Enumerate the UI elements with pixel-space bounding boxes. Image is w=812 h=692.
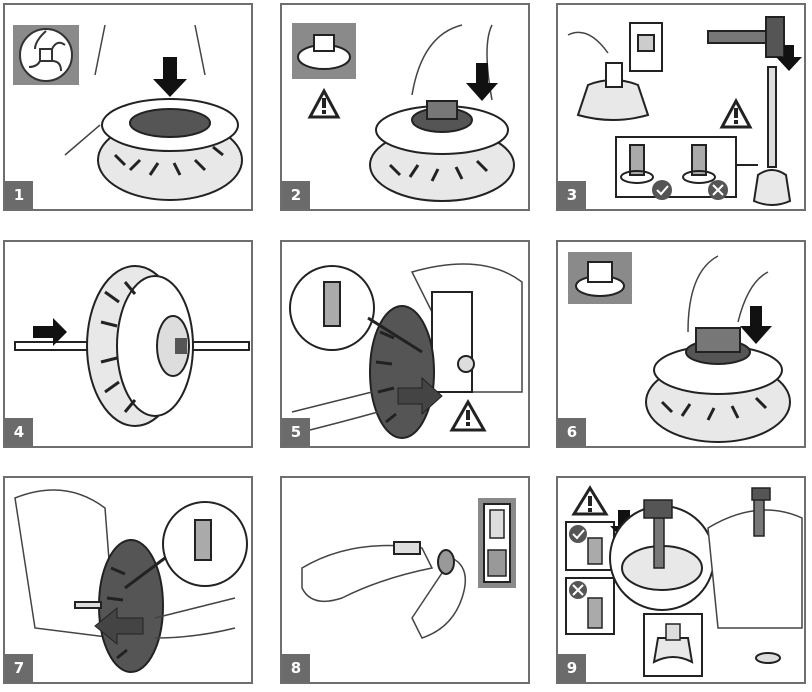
step-3-illustration [567,16,802,206]
hands-outline [64,24,226,156]
hammer-icon [643,499,673,519]
down-arrow-icon [466,63,498,101]
step-number: 4 [5,418,33,446]
bushing [393,541,421,555]
right-arrow-icon [397,376,443,416]
hand-outline [687,255,769,333]
step-9-illustration [565,485,803,677]
step-panel-1: 1 [3,3,253,211]
step-number: 2 [282,181,310,209]
step-number: 8 [282,654,310,682]
step-2-illustration [292,23,515,202]
check-icon [569,525,587,543]
step-7-illustration [14,489,248,673]
step-panel-3: 3 [556,3,806,211]
step-4-illustration [14,265,250,427]
step-panel-9: 9 [556,476,806,684]
step-panel-7: 7 [3,476,253,684]
step-panel-6: 6 [556,240,806,448]
step-number: 1 [5,181,33,209]
down-arrow-icon [153,57,187,97]
step-panel-5: 5 [280,240,530,448]
step-number: 5 [282,418,310,446]
tire [98,539,164,673]
step-number: 9 [558,654,586,682]
step-panel-4: 4 [3,240,253,448]
step-number: 3 [558,181,586,209]
vehicle-body [707,509,803,629]
tire [369,305,435,439]
step-6-illustration [568,252,791,443]
hammer-icon [707,30,771,44]
step-5-illustration [289,263,523,439]
step-8-illustration [301,498,516,639]
check-icon [652,180,672,200]
step-1-illustration [13,24,243,201]
step-panel-2: 2 [280,3,530,211]
step-number: 6 [558,418,586,446]
down-arrow-icon [740,306,772,344]
down-arrow-icon [776,45,802,71]
left-arrow-icon [94,606,144,646]
step-panel-8: 8 [280,476,530,684]
hand-outline [301,544,434,603]
hand-outline [567,31,609,54]
hand-outline [154,597,236,639]
right-arrow-icon [33,318,67,346]
step-number: 7 [5,654,33,682]
